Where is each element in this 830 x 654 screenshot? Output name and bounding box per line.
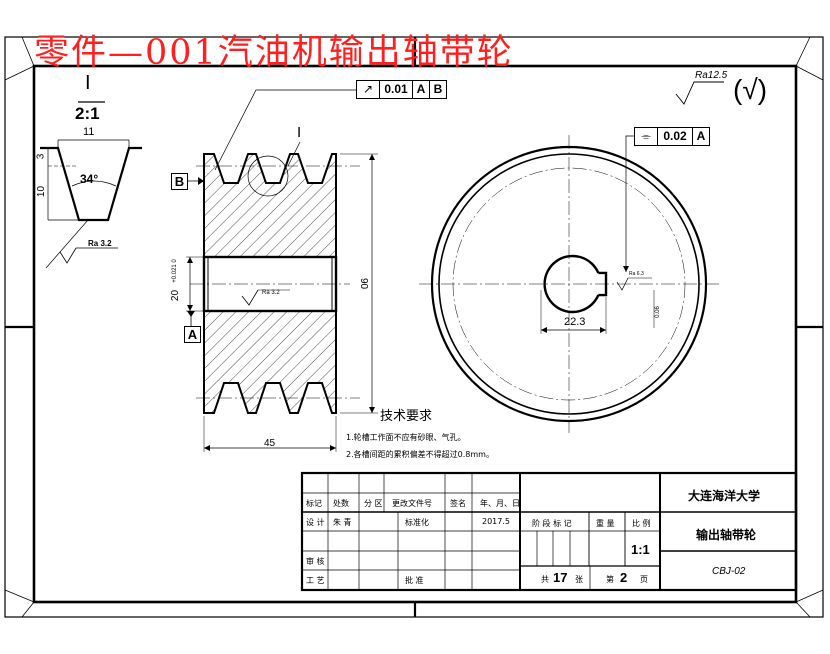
surface-finish-symbol — [675, 81, 724, 105]
label-design: 设 计 — [306, 518, 325, 527]
runout-frame: ↗ 0.01 A B — [356, 80, 447, 99]
bore-tolerance: +0.021 0 — [171, 259, 178, 283]
diameter-dimension: 90 — [358, 277, 370, 290]
sheets-total: 17 — [553, 570, 568, 585]
header-date: 年、月、日 — [480, 499, 520, 508]
symmetry-value: 0.02 — [658, 128, 693, 145]
runout-value: 0.01 — [380, 81, 413, 98]
label-stage-mark: 阶 段 标 记 — [532, 519, 572, 528]
detail-top-width: 11 — [83, 126, 95, 138]
notes-line-1: 1.轮槽工作面不应有砂眼、气孔。 — [346, 433, 466, 442]
header-count: 处数 — [333, 499, 349, 508]
label-scale: 比 例 — [632, 519, 651, 528]
header-change-doc: 更改文件号 — [392, 499, 432, 508]
detail-label: I — [85, 72, 91, 94]
surface-finish-value: Ra12.5 — [695, 70, 728, 81]
width-dimension: 45 — [264, 438, 276, 449]
keyway-dimension: 22.3 — [564, 316, 586, 328]
drawing-number: CBJ-02 — [712, 566, 746, 577]
centering-marks — [5, 37, 823, 617]
groove-detail-view — [40, 101, 142, 269]
label-weight: 重 量 — [596, 519, 615, 528]
bore-roughness: Ra 3.2 — [262, 290, 280, 296]
side-view — [419, 135, 722, 433]
header-signature: 签名 — [450, 499, 466, 508]
runout-datum-a: A — [413, 81, 430, 98]
runout-datum-b: B — [433, 82, 443, 96]
header-zone: 分 区 — [364, 499, 383, 508]
sheets-total-suffix: 张 — [575, 575, 583, 584]
part-name: 输出轴带轮 — [696, 528, 757, 542]
label-approve: 批 准 — [405, 576, 424, 585]
sheets-total-prefix: 共 — [541, 575, 549, 584]
sheet-no: 2 — [620, 570, 628, 585]
datum-a-box: A — [184, 326, 201, 343]
sheet-no-suffix: 页 — [640, 575, 648, 584]
detail-roughness: Ra 3.2 — [88, 239, 112, 248]
runout-icon: ↗ — [357, 81, 380, 98]
keyway-tolerance: 0.06 — [654, 306, 661, 318]
university-name: 大连海洋大学 — [688, 489, 761, 503]
bore-dimension: 20 — [170, 289, 182, 302]
detail-scale: 2:1 — [75, 104, 100, 123]
notes-title: 技术要求 — [380, 409, 433, 424]
header-mark: 标记 — [306, 499, 322, 508]
symmetry-frame: ⌯ 0.02 A — [634, 127, 710, 146]
detail-reference-label: I — [297, 124, 302, 141]
symmetry-datum: A — [696, 129, 706, 143]
design-date: 2017.5 — [482, 517, 510, 526]
front-section-view — [186, 89, 378, 452]
detail-height: 10 — [36, 185, 48, 198]
surface-finish-other: (√) — [733, 74, 768, 105]
keyway-roughness: Ra 6.3 — [629, 271, 644, 277]
detail-depth: 3 — [35, 153, 47, 160]
corner-marks — [4, 36, 824, 618]
label-designer: 朱 青 — [333, 518, 352, 527]
label-review: 审 核 — [306, 557, 325, 566]
sheet-no-prefix: 第 — [606, 575, 614, 584]
title-block-grid — [300, 471, 798, 592]
detail-angle: 34° — [80, 172, 99, 186]
datum-b-box: B — [171, 173, 188, 190]
label-standard: 标准化 — [405, 518, 429, 527]
symmetry-icon: ⌯ — [635, 128, 658, 145]
label-process: 工 艺 — [306, 576, 325, 585]
overlay-title: 零件—001汽油机输出轴带轮 — [34, 33, 514, 73]
scale-value: 1:1 — [631, 542, 650, 557]
notes-line-2: 2.各槽间距的累积偏差不得超过0.8mm。 — [346, 450, 494, 459]
